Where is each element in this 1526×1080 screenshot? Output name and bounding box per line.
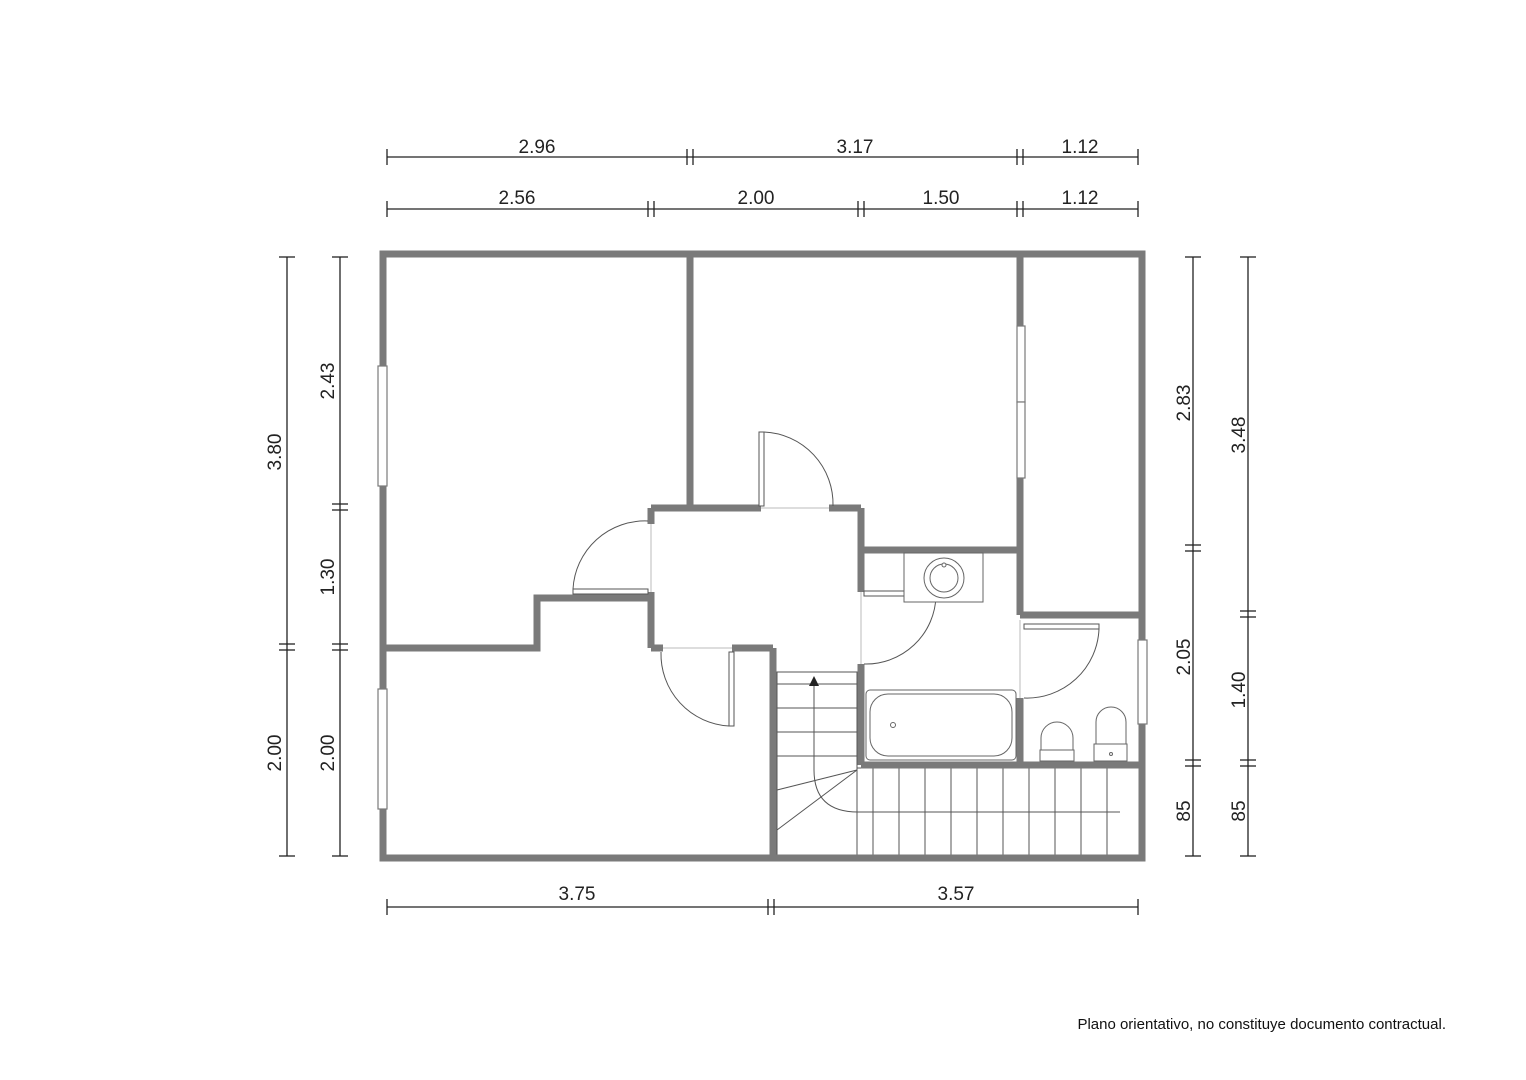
dim-top1-1: 3.17 (837, 137, 874, 158)
door-bedroom-1 (572, 588, 649, 595)
window-bedroom-3 (377, 688, 388, 810)
door-bedroom-3 (728, 651, 735, 727)
dimension-lines (279, 149, 1256, 915)
dim-right-outer-0: 3.48 (1229, 417, 1250, 454)
door-wc (1023, 623, 1100, 630)
dim-right-inner-1: 2.05 (1174, 639, 1195, 676)
dim-top2-3: 1.12 (1062, 188, 1099, 209)
windows (377, 325, 1148, 810)
dim-left-inner-0: 2.43 (318, 363, 339, 400)
dim-right-inner-2: 85 (1174, 800, 1195, 821)
dim-right-outer-1: 1.40 (1229, 672, 1250, 709)
dim-left-outer-0: 3.80 (265, 434, 286, 471)
window-wc (1137, 639, 1148, 725)
dim-top2-0: 2.56 (499, 188, 536, 209)
walls (379, 250, 1146, 862)
dim-top1-2: 1.12 (1062, 137, 1099, 158)
window-bedroom-1 (377, 365, 388, 487)
fixtures (865, 552, 1128, 762)
dim-right-inner-0: 2.83 (1174, 385, 1195, 422)
disclaimer-text: Plano orientativo, no constituye documen… (1077, 1016, 1446, 1033)
dim-top2-1: 2.00 (738, 188, 775, 209)
dim-top1-0: 2.96 (519, 137, 556, 158)
doors (572, 431, 1100, 727)
dim-left-inner-1: 1.30 (318, 559, 339, 596)
stair-arrow-icon (809, 676, 819, 686)
dim-bottom-0: 3.75 (559, 884, 596, 905)
dim-left-outer-1: 2.00 (265, 735, 286, 772)
door-bedroom-2 (758, 431, 765, 507)
dim-right-outer-2: 85 (1229, 800, 1250, 821)
bidet-icon (1040, 721, 1074, 751)
dim-top2-2: 1.50 (923, 188, 960, 209)
dim-bottom-1: 3.57 (938, 884, 975, 905)
dim-left-inner-2: 2.00 (318, 735, 339, 772)
window-right-room-a (1016, 325, 1026, 403)
window-right-room-b (1016, 401, 1026, 479)
dimension-labels: 2.96 3.17 1.12 2.56 2.00 1.50 1.12 3.75 … (265, 137, 1250, 905)
